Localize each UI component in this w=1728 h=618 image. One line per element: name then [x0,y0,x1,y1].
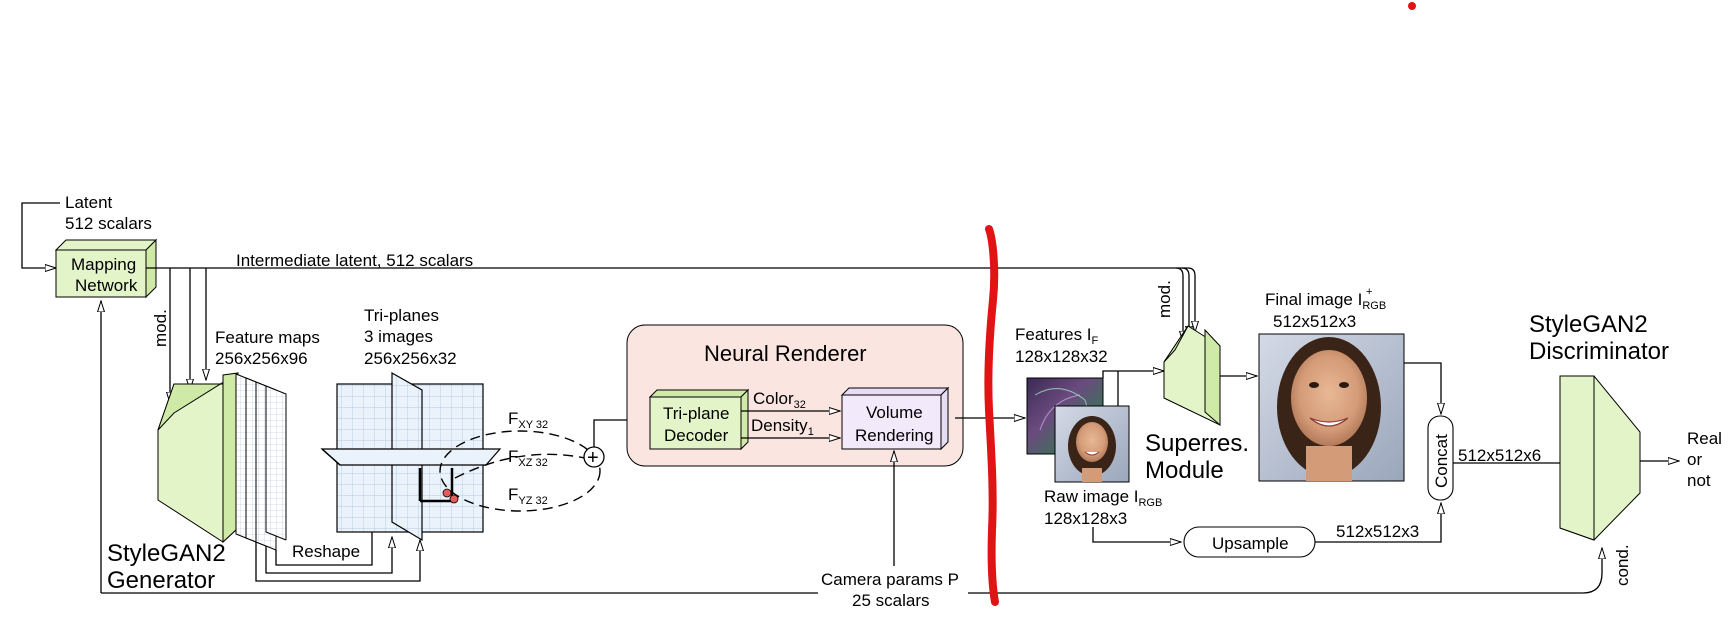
volume-label-2: Rendering [855,426,933,445]
color-label: Color [753,389,794,408]
camera-params: Camera params P 25 scalars [101,451,1602,610]
cond-label: cond. [1613,544,1632,586]
features-subscript: F [1092,335,1099,347]
feature-sampling-curves: FXY 32 FXZ 32 FYZ 32 [439,409,601,512]
svg-text:FXZ 32: FXZ 32 [508,447,548,469]
intermediate-latent-label: Intermediate latent, 512 scalars [236,251,473,270]
raw-image-subscript: RGB [1138,497,1162,509]
density-subscript: 1 [808,426,814,438]
upsample-to-concat [1315,503,1441,543]
superres-label-1: Superres. [1145,430,1249,457]
generator-block: StyleGAN2 Generator [107,372,239,594]
mod-arrows-generator: mod. [151,268,206,403]
superres-label-2: Module [1145,457,1224,484]
raw-to-upsample [1092,527,1181,542]
red-dot-mark [1408,2,1416,10]
triplane-decoder-block: Tri-plane Decoder [648,388,750,451]
svg-text:FYZ 32: FYZ 32 [508,485,548,507]
sample-point-a [442,488,452,498]
volume-rendering-block: Volume Rendering [840,386,950,451]
color-subscript: 32 [794,399,806,411]
generator-label-1: StyleGAN2 [107,540,226,567]
concat-label: Concat [1432,434,1451,488]
svg-text:Color32: Color32 [753,389,806,411]
red-divider-line [984,225,999,606]
feature-maps-label-1: Feature maps [215,328,320,347]
mod-label-left: mod. [151,309,170,347]
svg-text:Raw image IRGB: Raw image IRGB [1044,487,1162,509]
concat-block: Concat [1427,415,1454,501]
sum-symbol: + [587,447,599,469]
svg-text:FXY 32: FXY 32 [508,409,548,431]
final-image-superscript: + [1366,286,1372,298]
discriminator-block: StyleGAN2 Discriminator cond. [1529,311,1669,586]
fxz-label: F [508,447,518,466]
reshape-label: Reshape [292,542,360,561]
generator-label-2: Generator [107,567,215,594]
density-label: Density [751,416,808,435]
discriminator-label-2: Discriminator [1529,338,1669,365]
intermediate-latent-line: Intermediate latent, 512 scalars [146,251,1195,342]
fxz-subscript: XZ 32 [518,457,547,469]
neural-renderer-block: Neural Renderer Tri-plane Decoder Color3… [626,324,964,467]
volume-label-1: Volume [866,403,923,422]
mod-label-right: mod. [1155,280,1174,318]
triplanes-label-3: 256x256x32 [364,349,457,368]
mapping-network-block: Mapping Network [54,238,158,299]
fxy-label: F [508,409,518,428]
fxy-subscript: XY 32 [518,419,548,431]
mapping-label-2: Network [75,276,138,295]
final-image-subscript: RGB [1362,300,1386,312]
features-label: Features I [1015,325,1092,344]
output-label-2: or [1687,450,1702,469]
sample-point-b [449,494,459,504]
svg-text:Features IF: Features IF [1015,325,1099,347]
decoder-label-2: Decoder [664,426,729,445]
discriminator-label-1: StyleGAN2 [1529,311,1648,338]
triplanes-label-1: Tri-planes [364,306,439,325]
superres-module: mod. Superres. Module [1145,280,1249,484]
upsample-dims: 512x512x3 [1336,522,1419,541]
camera-label-1: Camera params P [821,570,959,589]
concat-dims: 512x512x6 [1458,446,1541,465]
features-dims: 128x128x32 [1015,347,1108,366]
raw-image-dims: 128x128x3 [1044,509,1127,528]
latent-input: Latent 512 scalars [21,193,152,268]
fyz-subscript: YZ 32 [518,495,547,507]
raw-image: Raw image IRGB 128x128x3 [1044,405,1162,528]
decoder-label-1: Tri-plane [663,404,729,423]
output-label-1: Real [1687,429,1722,448]
final-image-label: Final image I [1265,290,1362,309]
triplanes-block: Tri-planes 3 images 256x256x32 [320,306,502,542]
latent-label-1: Latent [65,193,113,212]
reshape-connector: Reshape [255,472,420,582]
final-image: Final image IRGB + 512x512x3 [1258,286,1405,482]
feature-maps-label-2: 256x256x96 [215,349,308,368]
latent-label-2: 512 scalars [65,214,152,233]
final-image-dims: 512x512x3 [1273,312,1356,331]
mapping-label-1: Mapping [71,255,136,274]
triplanes-label-2: 3 images [364,327,433,346]
fyz-label: F [508,485,518,504]
neural-renderer-title: Neural Renderer [704,341,867,366]
raw-image-label: Raw image I [1044,487,1138,506]
svg-text:Final image IRGB: Final image IRGB [1265,290,1386,312]
upsample-label: Upsample [1212,534,1289,553]
features-to-superres [1102,371,1164,378]
svg-text:Density1: Density1 [751,416,814,438]
final-to-concat [1404,362,1441,414]
upsample-block: Upsample [1183,526,1316,558]
output-label-3: not [1687,471,1711,490]
output-label: Real or not [1687,429,1722,490]
camera-label-2: 25 scalars [852,591,929,610]
